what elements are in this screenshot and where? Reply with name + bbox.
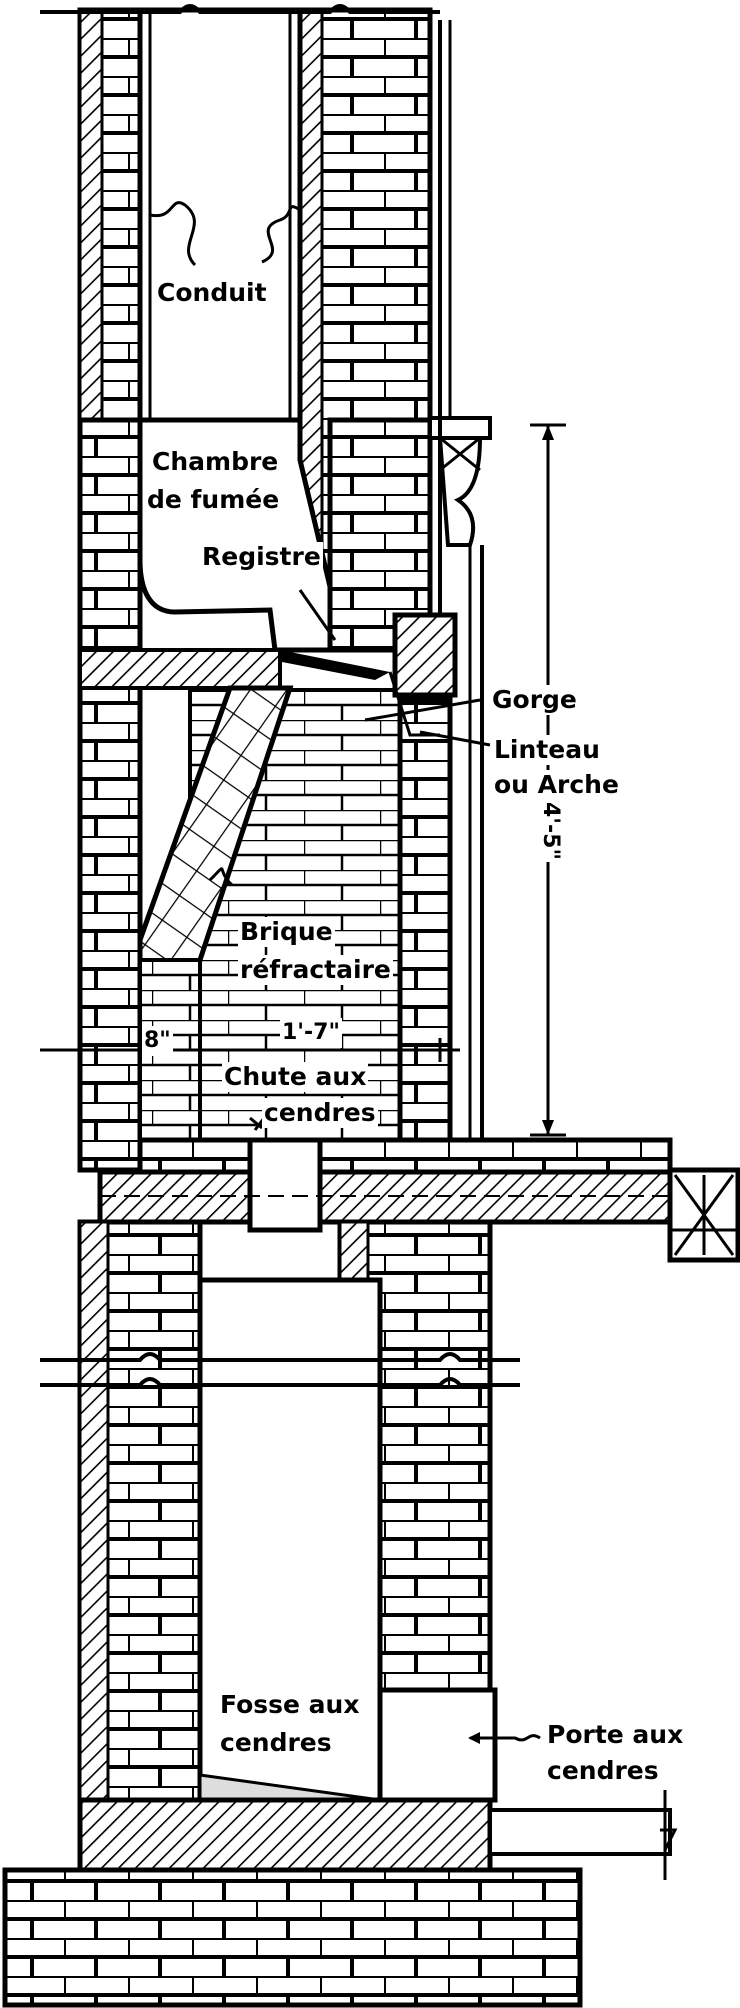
label-registre: Registre — [200, 542, 323, 572]
mantel-bracket — [437, 436, 483, 547]
label-porte-2: cendres — [545, 1756, 661, 1786]
front-jamb — [397, 697, 453, 1143]
conduit-pointer-right — [261, 205, 301, 264]
porte-pointer — [470, 1734, 541, 1742]
hearth-left-hatch — [78, 648, 282, 690]
smoke-chamber — [77, 417, 433, 680]
ground-break — [660, 1790, 678, 1880]
mantel-cross-b — [439, 436, 481, 472]
ash-door — [377, 1687, 498, 1803]
break-line-mid-2 — [40, 1377, 520, 1387]
hearth-top — [137, 1137, 673, 1175]
break-line-top — [40, 4, 440, 14]
hearth-left-wall — [77, 647, 143, 1173]
exterior-ground — [488, 1808, 672, 1856]
label-linteau-1: Linteau — [492, 735, 602, 765]
label-fosse-2: cendres — [218, 1728, 334, 1758]
height-dim-arrow-top — [542, 425, 554, 440]
height-dim-arrow-bottom — [542, 1120, 554, 1135]
smoke-left-wall — [77, 417, 143, 653]
label-brique-1: Brique — [238, 917, 335, 947]
footing — [2, 1867, 583, 2008]
label-chute-2: cendres — [262, 1098, 378, 1128]
dim-height: 4'-5" — [535, 800, 565, 862]
joist-x — [673, 1174, 735, 1256]
dim-depth: 1'-7" — [280, 1018, 342, 1048]
lower-left-hatch — [78, 1220, 110, 1874]
linteau-pointer — [419, 730, 491, 747]
gorge-pointer — [364, 698, 481, 722]
label-fosse-1: Fosse aux — [218, 1690, 362, 1720]
label-chute-1: Chute aux — [222, 1062, 369, 1092]
dim-wall: 8" — [142, 1026, 173, 1056]
label-chambre-2: de fumée — [145, 485, 282, 515]
basement-slab — [77, 1797, 493, 1873]
label-gorge: Gorge — [490, 685, 579, 715]
conduit-pointer-left — [149, 201, 197, 267]
brique-pointer — [208, 867, 234, 887]
flue-lining — [137, 7, 303, 423]
label-chambre-1: Chambre — [150, 447, 281, 477]
label-linteau-2: ou Arche — [492, 770, 621, 800]
break-line-mid-1 — [40, 1352, 520, 1362]
porte-arrow — [468, 1732, 480, 1744]
smoke-right-wall — [327, 417, 433, 653]
damper-pointer — [298, 589, 337, 641]
damper-plate — [280, 650, 390, 680]
footing-block — [2, 1867, 583, 2008]
hearth-slab — [97, 1109, 740, 1263]
label-conduit: Conduit — [155, 278, 269, 308]
label-porte-1: Porte aux — [545, 1720, 686, 1750]
label-brique-2: réfractaire — [238, 955, 393, 985]
lintel — [392, 612, 458, 698]
ash-chute-opening — [247, 1137, 323, 1233]
